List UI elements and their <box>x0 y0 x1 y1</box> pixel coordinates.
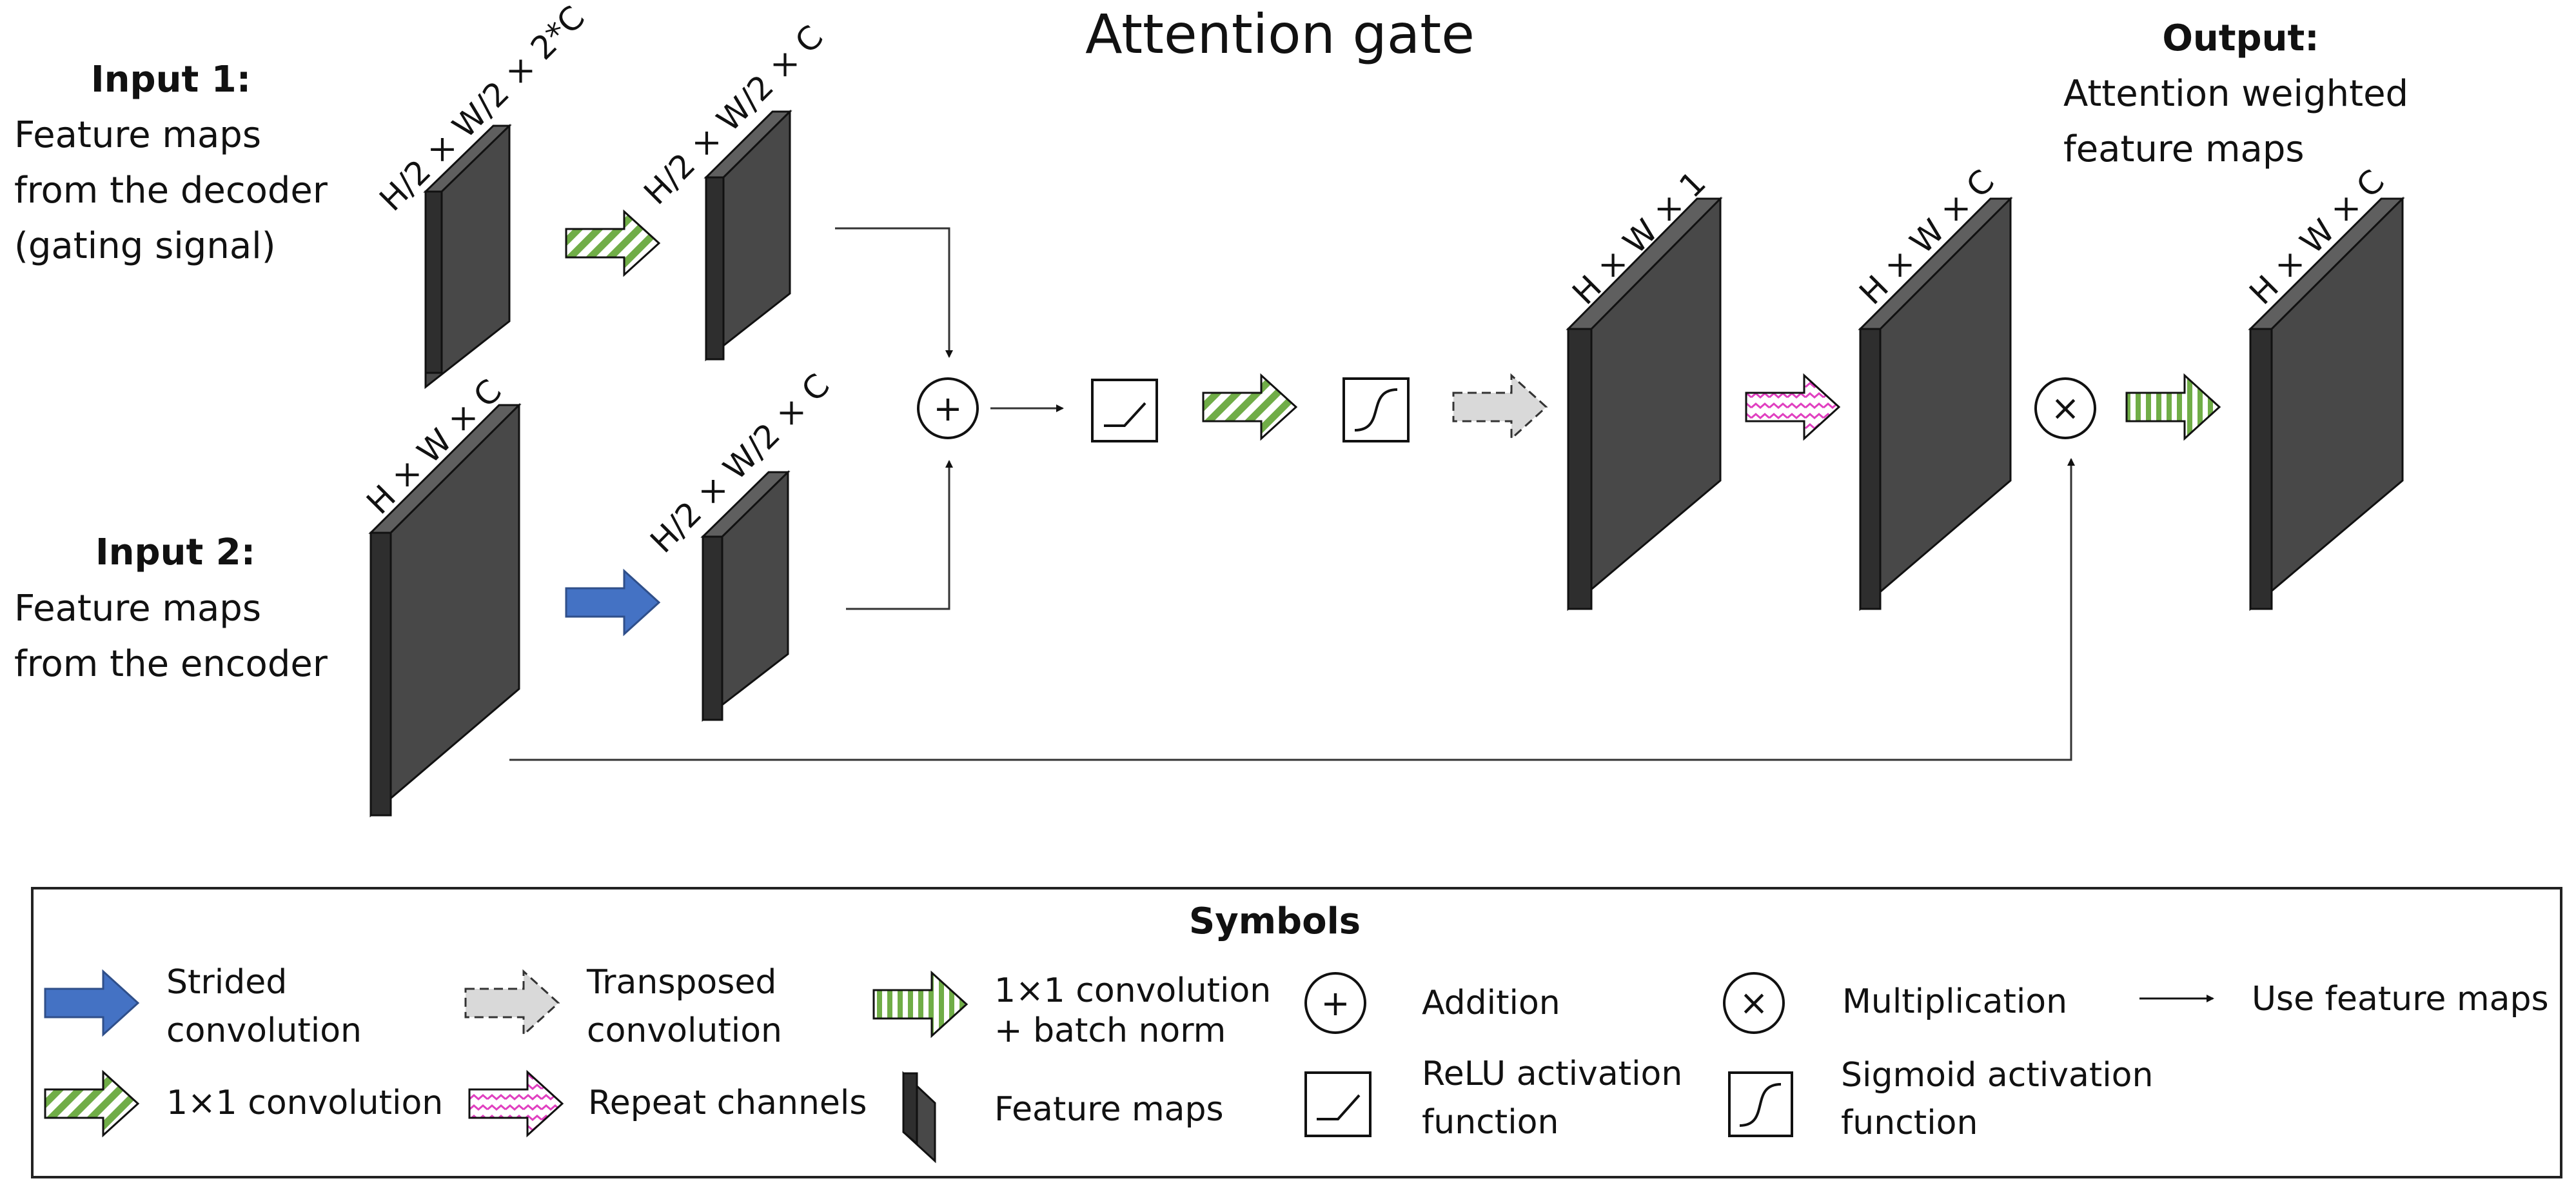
connector-skip-to-multiply <box>509 458 2075 761</box>
svg-text:Input 1:: Input 1: <box>91 59 251 101</box>
repeat-channels-arrow-icon <box>1745 373 1841 441</box>
legend-frame <box>31 887 2562 1178</box>
svg-text:+: + <box>1321 983 1350 1024</box>
legend-strided-line-1: Strided <box>166 963 287 1002</box>
legend-addition-icon <box>1304 972 1366 1034</box>
legend-conv-batchnorm-line-1: 1×1 convolution <box>994 971 1271 1010</box>
legend-sigmoid-line-1: Sigmoid activation <box>1841 1056 2153 1095</box>
conv1x1-arrow-icon <box>565 209 661 277</box>
input1-line-2: from the decoder <box>14 170 328 212</box>
diagram-title: Attention gate <box>1085 3 1475 66</box>
legend-multiplication-label: Multiplication <box>1842 982 2067 1021</box>
input1-line-3: (gating signal) <box>14 225 276 267</box>
input2-label: Input 2: Feature maps from the encoder <box>14 531 328 685</box>
legend-conv-batchnorm-arrow-icon <box>872 970 968 1038</box>
legend-multiplication-icon <box>1723 972 1785 1034</box>
multiplication-node: × <box>2034 377 2096 439</box>
input1-heading: Input 1 <box>91 59 237 101</box>
relu-node <box>1091 379 1158 442</box>
legend-relu-line-2: function <box>1422 1103 1558 1142</box>
svg-text:Output:: Output: <box>2162 17 2319 59</box>
input1-conv-feature-map <box>703 109 792 362</box>
relu-icon <box>1091 379 1158 442</box>
output-line-2: feature maps <box>2063 128 2305 170</box>
conv-batchnorm-arrow-icon <box>2125 373 2221 441</box>
multiplication-icon: × <box>2050 388 2079 428</box>
strided-conv-arrow-icon <box>565 568 661 637</box>
input1-feature-map <box>423 123 512 390</box>
addition-node: + <box>917 377 979 439</box>
input2-heading: Input 2 <box>95 531 241 573</box>
input2-line-1: Feature maps <box>14 588 261 630</box>
legend-conv1x1-label: 1×1 convolution <box>166 1084 443 1122</box>
legend-feature-maps-icon <box>902 1071 936 1164</box>
legend-repeat-label: Repeat channels <box>588 1084 867 1122</box>
connector-input2-to-add <box>846 460 953 610</box>
transposed-conv-arrow-icon <box>1452 373 1548 441</box>
legend-use-feature-maps-label: Use feature maps <box>2252 980 2549 1018</box>
input1-label: Input 1: Feature maps from the decoder (… <box>14 59 328 267</box>
sigmoid-node <box>1342 377 1410 442</box>
legend-repeat-arrow-icon <box>468 1069 564 1138</box>
svg-text:Input 2:: Input 2: <box>95 531 255 573</box>
output-feature-map <box>2248 196 2405 611</box>
legend-conv-batchnorm-line-2: + batch norm <box>994 1011 1226 1050</box>
input1-line-1: Feature maps <box>14 114 261 156</box>
legend-relu-icon <box>1304 1071 1372 1137</box>
input2-line-2: from the encoder <box>14 643 328 685</box>
legend-conv1x1-arrow-icon <box>44 1069 140 1138</box>
input2-feature-map <box>368 402 522 818</box>
legend-strided-arrow-icon <box>44 969 140 1037</box>
legend-addition-label: Addition <box>1422 984 1560 1022</box>
connector-lines <box>509 227 2075 761</box>
legend-title: Symbols <box>1189 900 1361 942</box>
connector-input1-to-add <box>835 227 953 358</box>
legend-transposed-arrow-icon <box>464 969 560 1037</box>
output-heading: Output <box>2162 17 2305 59</box>
input2-conv-feature-map <box>700 470 791 722</box>
repeated-feature-map <box>1858 196 2013 611</box>
svg-text:×: × <box>1739 982 1768 1023</box>
legend-transposed-line-1: Transposed <box>586 963 776 1002</box>
legend-strided-line-2: convolution <box>166 1011 362 1050</box>
output-line-1: Attention weighted <box>2063 73 2408 115</box>
legend: Symbols Strided convolution Transposed c… <box>31 887 2562 1178</box>
legend-sigmoid-line-2: function <box>1841 1104 1978 1142</box>
legend-feature-maps-label: Feature maps <box>994 1090 1224 1129</box>
conv1x1-arrow-2-icon <box>1202 373 1298 441</box>
legend-transposed-line-2: convolution <box>587 1011 782 1050</box>
output-label: Output: Attention weighted feature maps <box>2063 17 2408 170</box>
legend-relu-line-1: ReLU activation <box>1422 1055 1682 1093</box>
addition-icon: + <box>933 388 962 429</box>
upsampled-feature-map <box>1566 196 1723 611</box>
